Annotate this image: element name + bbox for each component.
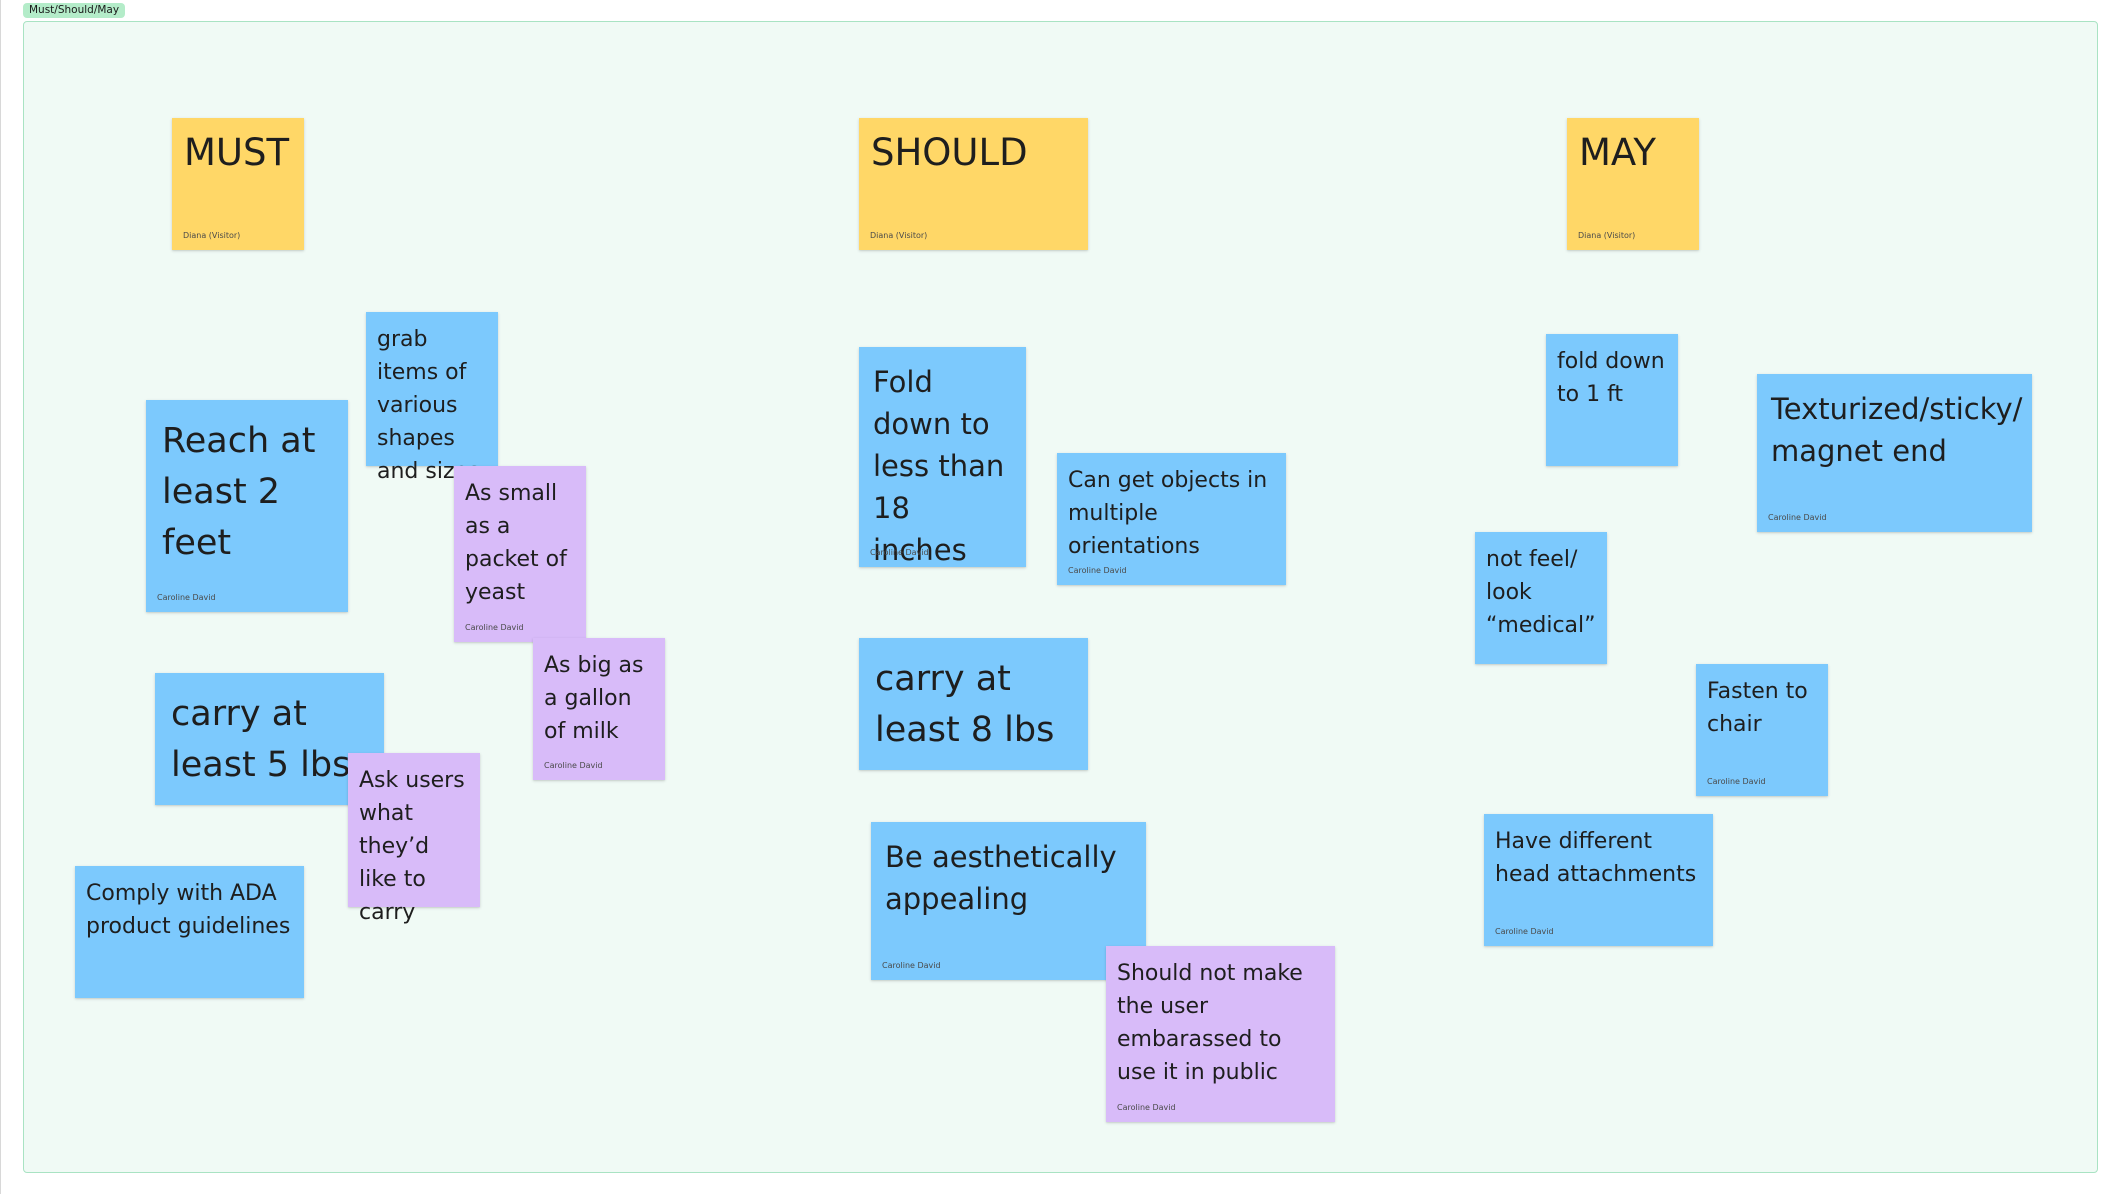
sticky-note-reach[interactable]: Reach at least 2 feet Caroline David	[146, 400, 348, 612]
sticky-note-embarrass[interactable]: Should not make the user embarassed to u…	[1106, 946, 1335, 1122]
sticky-author: Caroline David	[1495, 927, 1554, 936]
sticky-note-grab[interactable]: grab items of various shapes and sizes	[366, 312, 498, 484]
sticky-text: carry at least 5 lbs	[171, 694, 351, 785]
sticky-text: MAY	[1579, 131, 1656, 174]
sticky-text: grab items of various shapes and sizes	[377, 327, 480, 484]
sticky-text: fold down to 1 ft	[1557, 349, 1665, 407]
sticky-text: Fold down to less than 18 inches	[873, 365, 1005, 568]
sticky-text: As small as a packet of yeast	[465, 481, 567, 605]
sticky-author: Diana (Visitor)	[870, 231, 928, 240]
header-should-sticky[interactable]: SHOULD Diana (Visitor)	[859, 118, 1088, 250]
sticky-text: Can get objects in multiple orientations	[1068, 468, 1268, 559]
sticky-text: Ask users what they’d like to carry	[359, 768, 465, 925]
sticky-author: Caroline David	[1707, 777, 1766, 786]
sticky-author: Caroline David	[1117, 1103, 1176, 1112]
sticky-author: Caroline David	[544, 761, 603, 770]
sticky-text: Should not make the user embarassed to u…	[1117, 961, 1303, 1085]
sticky-text: Reach at least 2 feet	[162, 421, 316, 563]
section-label[interactable]: Must/Should/May	[23, 3, 126, 18]
header-must-sticky[interactable]: MUST Diana (Visitor)	[172, 118, 304, 250]
sticky-author: Caroline David	[1068, 566, 1127, 575]
sticky-author: Caroline David	[882, 961, 941, 970]
sticky-text: Be aesthetically appealing	[885, 840, 1117, 917]
sticky-note-head-attachments[interactable]: Have different head attachments Caroline…	[1484, 814, 1713, 946]
sticky-text: carry at least 8 lbs	[875, 659, 1055, 750]
sticky-author: Diana (Visitor)	[1578, 231, 1636, 240]
sticky-author: Diana (Visitor)	[183, 231, 241, 240]
canvas-left-edge	[0, 0, 1, 1194]
sticky-author: Caroline David	[157, 593, 216, 602]
sticky-author: Caroline David	[465, 623, 524, 632]
sticky-text: Fasten to chair	[1707, 679, 1808, 737]
sticky-note-fold-1ft[interactable]: fold down to 1 ft	[1546, 334, 1678, 466]
sticky-note-aesthetic[interactable]: Be aesthetically appealing Caroline Davi…	[871, 822, 1146, 980]
sticky-note-fold-18[interactable]: Fold down to less than 18 inches Carolin…	[859, 347, 1026, 567]
sticky-note-texturized[interactable]: Texturized/sticky/ magnet end Caroline D…	[1757, 374, 2032, 532]
sticky-author: Caroline David	[870, 548, 929, 557]
sticky-text: SHOULD	[871, 131, 1028, 174]
sticky-author: Caroline David	[1768, 513, 1827, 522]
sticky-note-small[interactable]: As small as a packet of yeast Caroline D…	[454, 466, 586, 642]
sticky-note-fasten[interactable]: Fasten to chair Caroline David	[1696, 664, 1828, 796]
sticky-note-orientations[interactable]: Can get objects in multiple orientations…	[1057, 453, 1286, 585]
sticky-text: Comply with ADA product guidelines	[86, 881, 291, 939]
sticky-note-carry-5[interactable]: carry at least 5 lbs	[155, 673, 384, 805]
sticky-text: Have different head attachments	[1495, 829, 1697, 887]
sticky-text: As big as a gallon of milk	[544, 653, 644, 744]
sticky-note-carry-8[interactable]: carry at least 8 lbs	[859, 638, 1088, 770]
sticky-note-medical[interactable]: not feel/ look “medical”	[1475, 532, 1607, 664]
sticky-note-ask-users[interactable]: Ask users what they’d like to carry	[348, 753, 480, 925]
sticky-text: not feel/ look “medical”	[1486, 547, 1596, 638]
header-may-sticky[interactable]: MAY Diana (Visitor)	[1567, 118, 1699, 250]
sticky-note-ada[interactable]: Comply with ADA product guidelines	[75, 866, 304, 998]
sticky-note-big[interactable]: As big as a gallon of milk Caroline Davi…	[533, 638, 665, 780]
sticky-text: Texturized/sticky/ magnet end	[1771, 392, 2023, 469]
sticky-text: MUST	[184, 131, 290, 174]
